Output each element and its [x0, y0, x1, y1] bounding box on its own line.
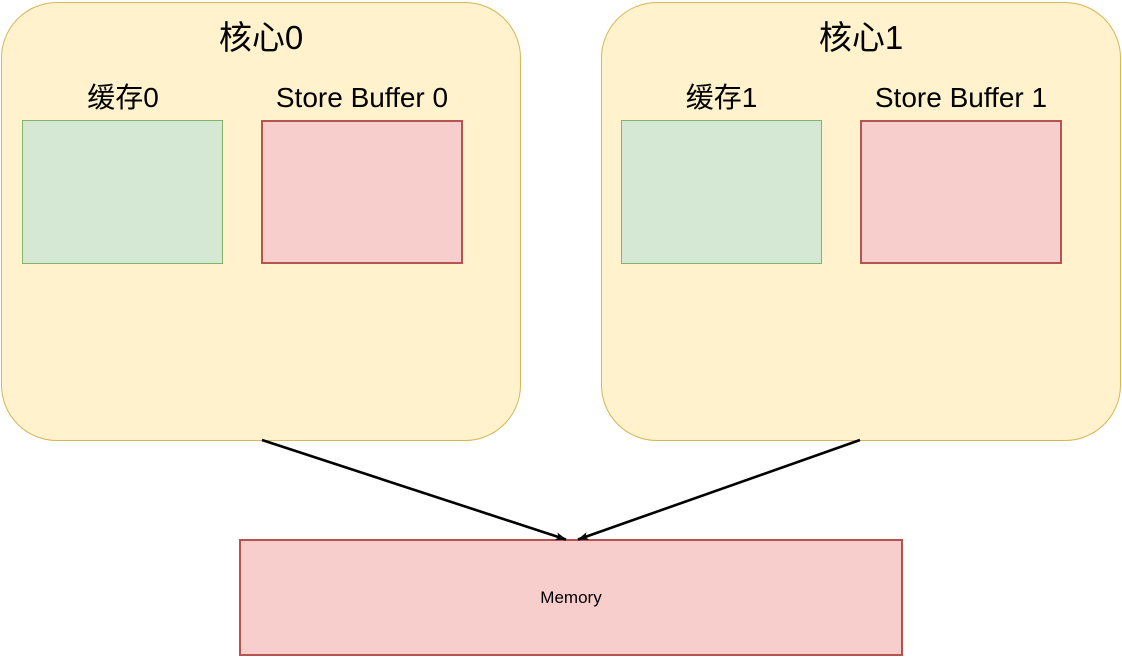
arrow-core1-to-memory: [577, 438, 861, 541]
memory-label: Memory: [540, 588, 602, 607]
core-1-store-buffer-label: Store Buffer 1: [874, 82, 1048, 113]
memory-box[interactable]: Memory: [239, 539, 903, 656]
core-0-cache-box[interactable]: [22, 120, 223, 264]
core-1-store-buffer-box[interactable]: [860, 120, 1062, 264]
core-1-cache-box[interactable]: [621, 120, 822, 264]
core-0-cache-label: 缓存0: [87, 82, 159, 113]
core-1-title: 核心1: [818, 19, 904, 56]
core-0-title: 核心0: [218, 19, 304, 56]
core-0-container[interactable]: 核心0 缓存0 Store Buffer 0: [1, 2, 521, 441]
core-1-cache-label: 缓存1: [685, 82, 758, 113]
arrow-core0-to-memory: [261, 438, 567, 541]
core-1-container[interactable]: 核心1 缓存1 Store Buffer 1: [601, 2, 1121, 441]
core-0-store-buffer-box[interactable]: [261, 120, 463, 264]
core-0-store-buffer-label: Store Buffer 0: [275, 82, 449, 113]
